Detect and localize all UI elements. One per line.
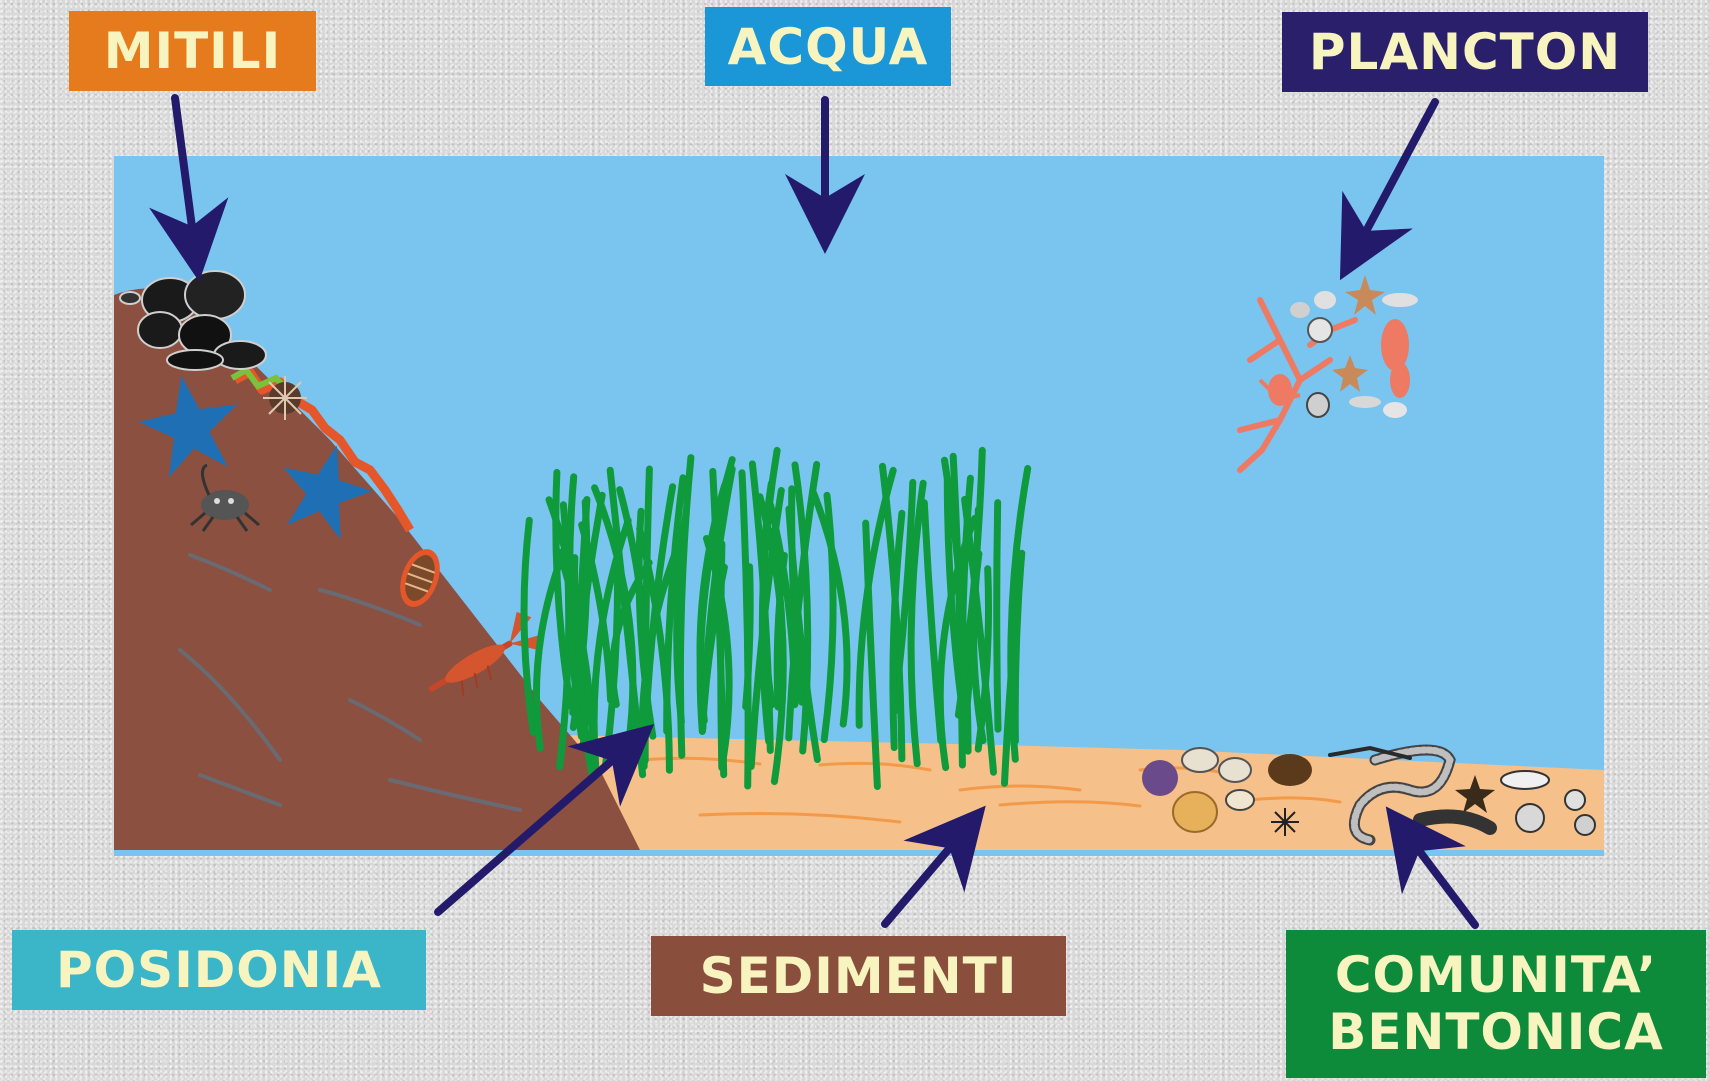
label-sedimenti-text: SEDIMENTI bbox=[700, 947, 1018, 1005]
label-mitili: MITILI bbox=[69, 11, 316, 91]
label-acqua-text: ACQUA bbox=[728, 18, 929, 76]
sea-urchin-icon bbox=[1271, 808, 1299, 836]
label-plancton: PLANCTON bbox=[1282, 12, 1648, 92]
label-comunita-bentonica: COMUNITA’ BENTONICA bbox=[1286, 930, 1706, 1078]
seagrass-blade bbox=[997, 503, 998, 730]
label-posidonia: POSIDONIA bbox=[12, 930, 426, 1010]
label-mitili-text: MITILI bbox=[104, 22, 282, 80]
label-comunita-line2: BENTONICA bbox=[1328, 1004, 1664, 1062]
label-posidonia-text: POSIDONIA bbox=[56, 941, 382, 999]
label-acqua: ACQUA bbox=[705, 7, 951, 86]
label-sedimenti: SEDIMENTI bbox=[651, 936, 1066, 1016]
label-plancton-text: PLANCTON bbox=[1309, 23, 1621, 81]
label-comunita-line1: COMUNITA’ bbox=[1335, 947, 1657, 1005]
sea-urchin-icon bbox=[263, 376, 307, 420]
